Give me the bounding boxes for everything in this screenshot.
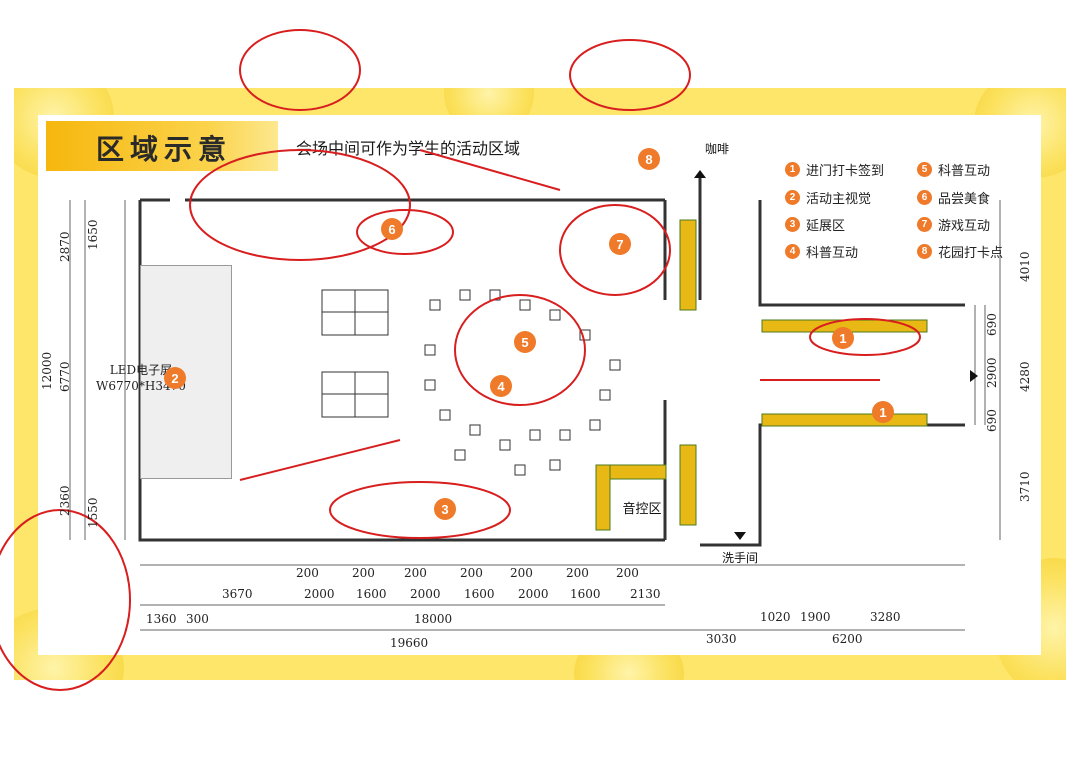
zone-marker-7: 7 [609, 233, 631, 255]
zone-marker-5: 5 [514, 331, 536, 353]
dim-bottom-5: 1600 [356, 587, 387, 601]
dim-bottom-3: 2000 [304, 587, 335, 601]
dim-bottom-6: 200 [404, 566, 427, 580]
dim-bottom-7: 2000 [410, 587, 441, 601]
tables [321, 289, 389, 418]
dim-bottom-row2-3: 18000 [414, 612, 453, 626]
cafe-sign: 咖啡 [705, 142, 730, 156]
dim-bottom-8: 200 [460, 566, 483, 580]
zone-marker-8: 8 [638, 148, 660, 170]
audio-control-room: 音控区 [622, 501, 662, 517]
zone-marker-4: 4 [490, 375, 512, 397]
dim-bottom-row2-6: 3280 [870, 610, 901, 624]
dim-left-inner-1: 1650 [86, 219, 100, 250]
zone-marker-2: 2 [164, 367, 186, 389]
zone-marker-1-upper: 1 [832, 327, 854, 349]
dim-right-3: 3710 [1018, 471, 1032, 502]
dim-right-1: 4010 [1018, 251, 1032, 282]
dim-bottom-12: 200 [566, 566, 589, 580]
zone-marker-3: 3 [434, 498, 456, 520]
hand-annotations [0, 29, 921, 691]
title-banner [46, 121, 278, 171]
dim-bottom-4: 200 [352, 566, 375, 580]
zone-marker-1-lower: 1 [872, 401, 894, 423]
led-screen [140, 265, 232, 479]
dim-bottom-2: 200 [296, 566, 319, 580]
dim-bottom-row2-4: 1020 [760, 610, 791, 624]
dim-bottom-10: 200 [510, 566, 533, 580]
led-screen-size: W6770*H3470 [96, 379, 186, 393]
dim-bottom-15: 2130 [630, 587, 661, 601]
dim-right-inner-3: 690 [985, 409, 999, 432]
seats [424, 289, 621, 476]
subtitle: 会场中间可作为学生的活动区域 [296, 139, 521, 158]
dim-right-2: 4280 [1018, 361, 1032, 392]
dim-bottom-row3-1: 19660 [390, 636, 429, 650]
dim-bottom-row2-1: 1360 [146, 612, 177, 626]
led-screen-label: LED电子屏 W6770*H3470 [96, 362, 186, 394]
dim-left-1: 2870 [58, 231, 72, 262]
dim-bottom-row2-5: 1900 [800, 610, 831, 624]
restroom-sign: 洗手间 [722, 551, 759, 565]
dim-bottom-row3-2: 3030 [706, 632, 737, 646]
dim-bottom-row2-2: 300 [186, 612, 209, 626]
dim-right-inner-1: 690 [985, 313, 999, 336]
dim-left-inner-2: 1550 [86, 497, 100, 528]
arrows [694, 170, 978, 540]
dim-bottom-13: 1600 [570, 587, 601, 601]
dim-left-outer: 12000 [40, 351, 54, 390]
page-title: 区域示意 [96, 133, 233, 166]
dimension-lines [69, 200, 1001, 631]
zone-marker-6: 6 [381, 218, 403, 240]
dim-bottom-9: 1600 [464, 587, 495, 601]
dim-right-inner-2: 2900 [985, 357, 999, 388]
dim-bottom-row3-3: 6200 [832, 632, 863, 646]
dim-bottom-1: 3670 [222, 587, 253, 601]
led-screen-name: LED电子屏 [109, 363, 173, 377]
dim-bottom-14: 200 [616, 566, 639, 580]
dim-left-2: 6770 [58, 361, 72, 392]
dim-bottom-11: 2000 [518, 587, 549, 601]
dim-left-3: 2360 [58, 485, 72, 516]
